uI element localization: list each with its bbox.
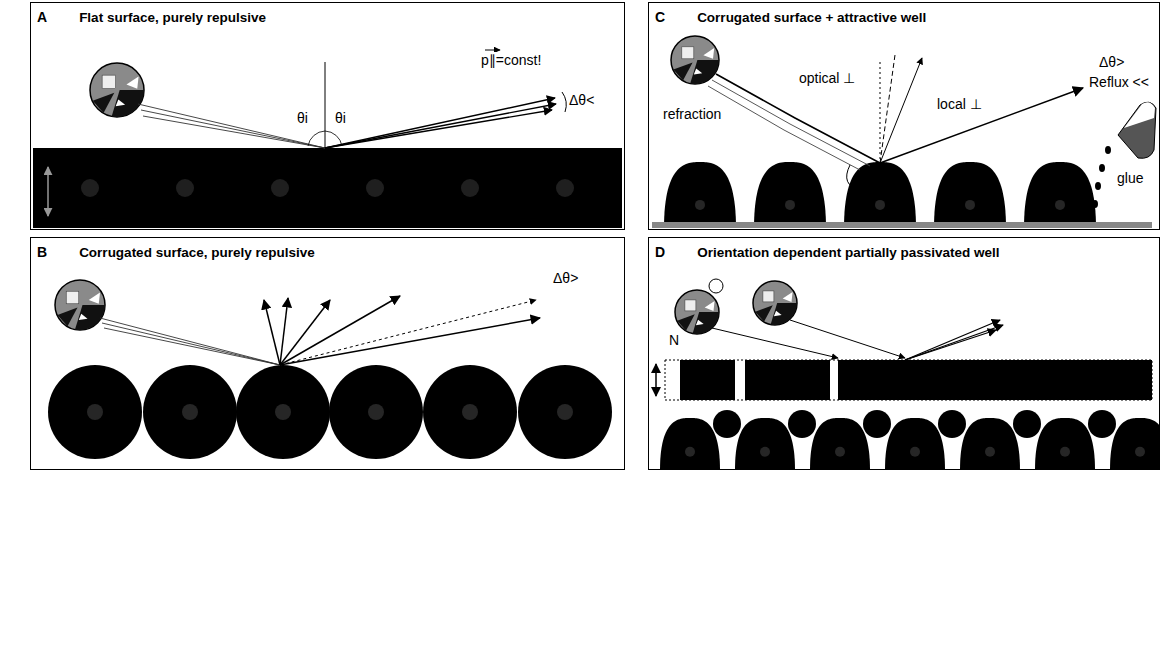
panel-title: Corrugated surface + attractive well <box>697 10 926 25</box>
spread-label: Δθ< <box>568 92 595 109</box>
trajectory-line <box>264 300 280 365</box>
trajectory-line <box>280 318 540 365</box>
surface-atom <box>1024 162 1096 228</box>
reflux-label: Reflux << <box>1088 74 1150 91</box>
trajectory-line <box>138 104 325 148</box>
vibration-arrow <box>655 364 657 396</box>
trajectory-line <box>102 323 280 365</box>
surface-atom <box>518 365 612 459</box>
trajectory-line <box>880 58 922 163</box>
angle-label: θi <box>296 110 309 127</box>
trajectory-line <box>141 110 325 148</box>
surface-atom <box>143 365 237 459</box>
glue-drop <box>1092 200 1098 208</box>
panel-box: A Flat surface, purely repulsive <box>30 2 625 230</box>
molecule <box>55 280 105 330</box>
surface-atom <box>329 365 423 459</box>
path-label: refraction <box>662 106 722 123</box>
molecule <box>753 281 797 325</box>
spread-label: Δθ> <box>552 270 579 287</box>
passivation-layer <box>680 360 735 400</box>
panel-letter: C <box>655 9 665 25</box>
surface-atom <box>885 418 945 470</box>
trajectory-line <box>905 325 1003 360</box>
local-normal <box>880 55 895 163</box>
panel-title: Corrugated surface, purely repulsive <box>79 245 315 260</box>
surface-atom <box>844 162 916 228</box>
trajectory-line <box>905 330 996 360</box>
surface-atom <box>1110 418 1160 470</box>
trajectory-line <box>712 80 870 166</box>
atom-label: N <box>668 332 680 349</box>
trajectory-line <box>880 88 1083 163</box>
vector-arrow <box>485 50 500 51</box>
surface-atom <box>423 365 517 459</box>
adsorbate-atom <box>863 410 891 438</box>
surface-atom <box>735 418 795 470</box>
panel-letter: A <box>37 9 47 25</box>
surface-atom <box>1035 418 1095 470</box>
surface-atom <box>754 162 826 228</box>
panel-box: B Corrugated surface, purely repulsive <box>30 237 625 470</box>
vibration-arrow <box>47 167 49 216</box>
trajectory-line <box>905 320 1000 360</box>
flat-surface <box>33 148 622 228</box>
trajectory-line <box>280 300 536 365</box>
glue-drop <box>1099 164 1105 172</box>
angle-label: θi <box>334 110 347 127</box>
surface-atom <box>236 365 330 459</box>
optical-normal <box>880 62 881 160</box>
passivation-layer <box>745 360 830 400</box>
normal-label: optical ⊥ <box>798 70 856 87</box>
adsorbate-atom <box>1013 410 1041 438</box>
trajectory-line <box>712 328 838 358</box>
trajectory-line <box>100 318 280 365</box>
surface-atom <box>934 162 1006 228</box>
momentum-label: p∥=const! <box>480 52 542 69</box>
adsorbate-atom <box>788 410 816 438</box>
glue-label: glue <box>1116 170 1144 187</box>
adsorbate-atom <box>938 410 966 438</box>
surface-atom <box>48 365 142 459</box>
spread-label: Δθ> <box>1098 54 1125 71</box>
panel-title: Orientation dependent partially passivat… <box>697 245 999 260</box>
passivation-layer <box>838 360 1152 400</box>
panel-letter: B <box>37 244 47 260</box>
surface-normal <box>325 62 326 148</box>
glue-bottle <box>1118 102 1156 158</box>
molecule <box>90 63 144 117</box>
glue-drop <box>1105 146 1111 154</box>
trajectory-line <box>325 104 556 148</box>
panel-title: Flat surface, purely repulsive <box>79 10 266 25</box>
surface-atom <box>660 418 720 470</box>
normal-label: local ⊥ <box>936 96 983 113</box>
trajectory-line <box>325 110 552 148</box>
trajectory-line <box>280 300 330 365</box>
trajectory-line <box>790 320 905 358</box>
trajectory-line <box>104 328 280 365</box>
trajectory-line <box>325 98 555 148</box>
adsorbate-atom <box>1088 410 1116 438</box>
surface-atom <box>960 418 1020 470</box>
molecule <box>671 36 719 84</box>
trajectory-line <box>708 86 860 170</box>
surface-atom <box>810 418 870 470</box>
surface-atom <box>664 162 736 228</box>
panel-box: C Corrugated surface + attractive well <box>648 2 1160 230</box>
trajectory-line <box>716 74 880 163</box>
panel-letter: D <box>655 244 665 260</box>
molecule <box>675 290 719 334</box>
adsorbate-atom <box>713 410 741 438</box>
panel-box: D Orientation dependent partially passiva… <box>648 237 1160 470</box>
glue-drop <box>1095 182 1101 190</box>
